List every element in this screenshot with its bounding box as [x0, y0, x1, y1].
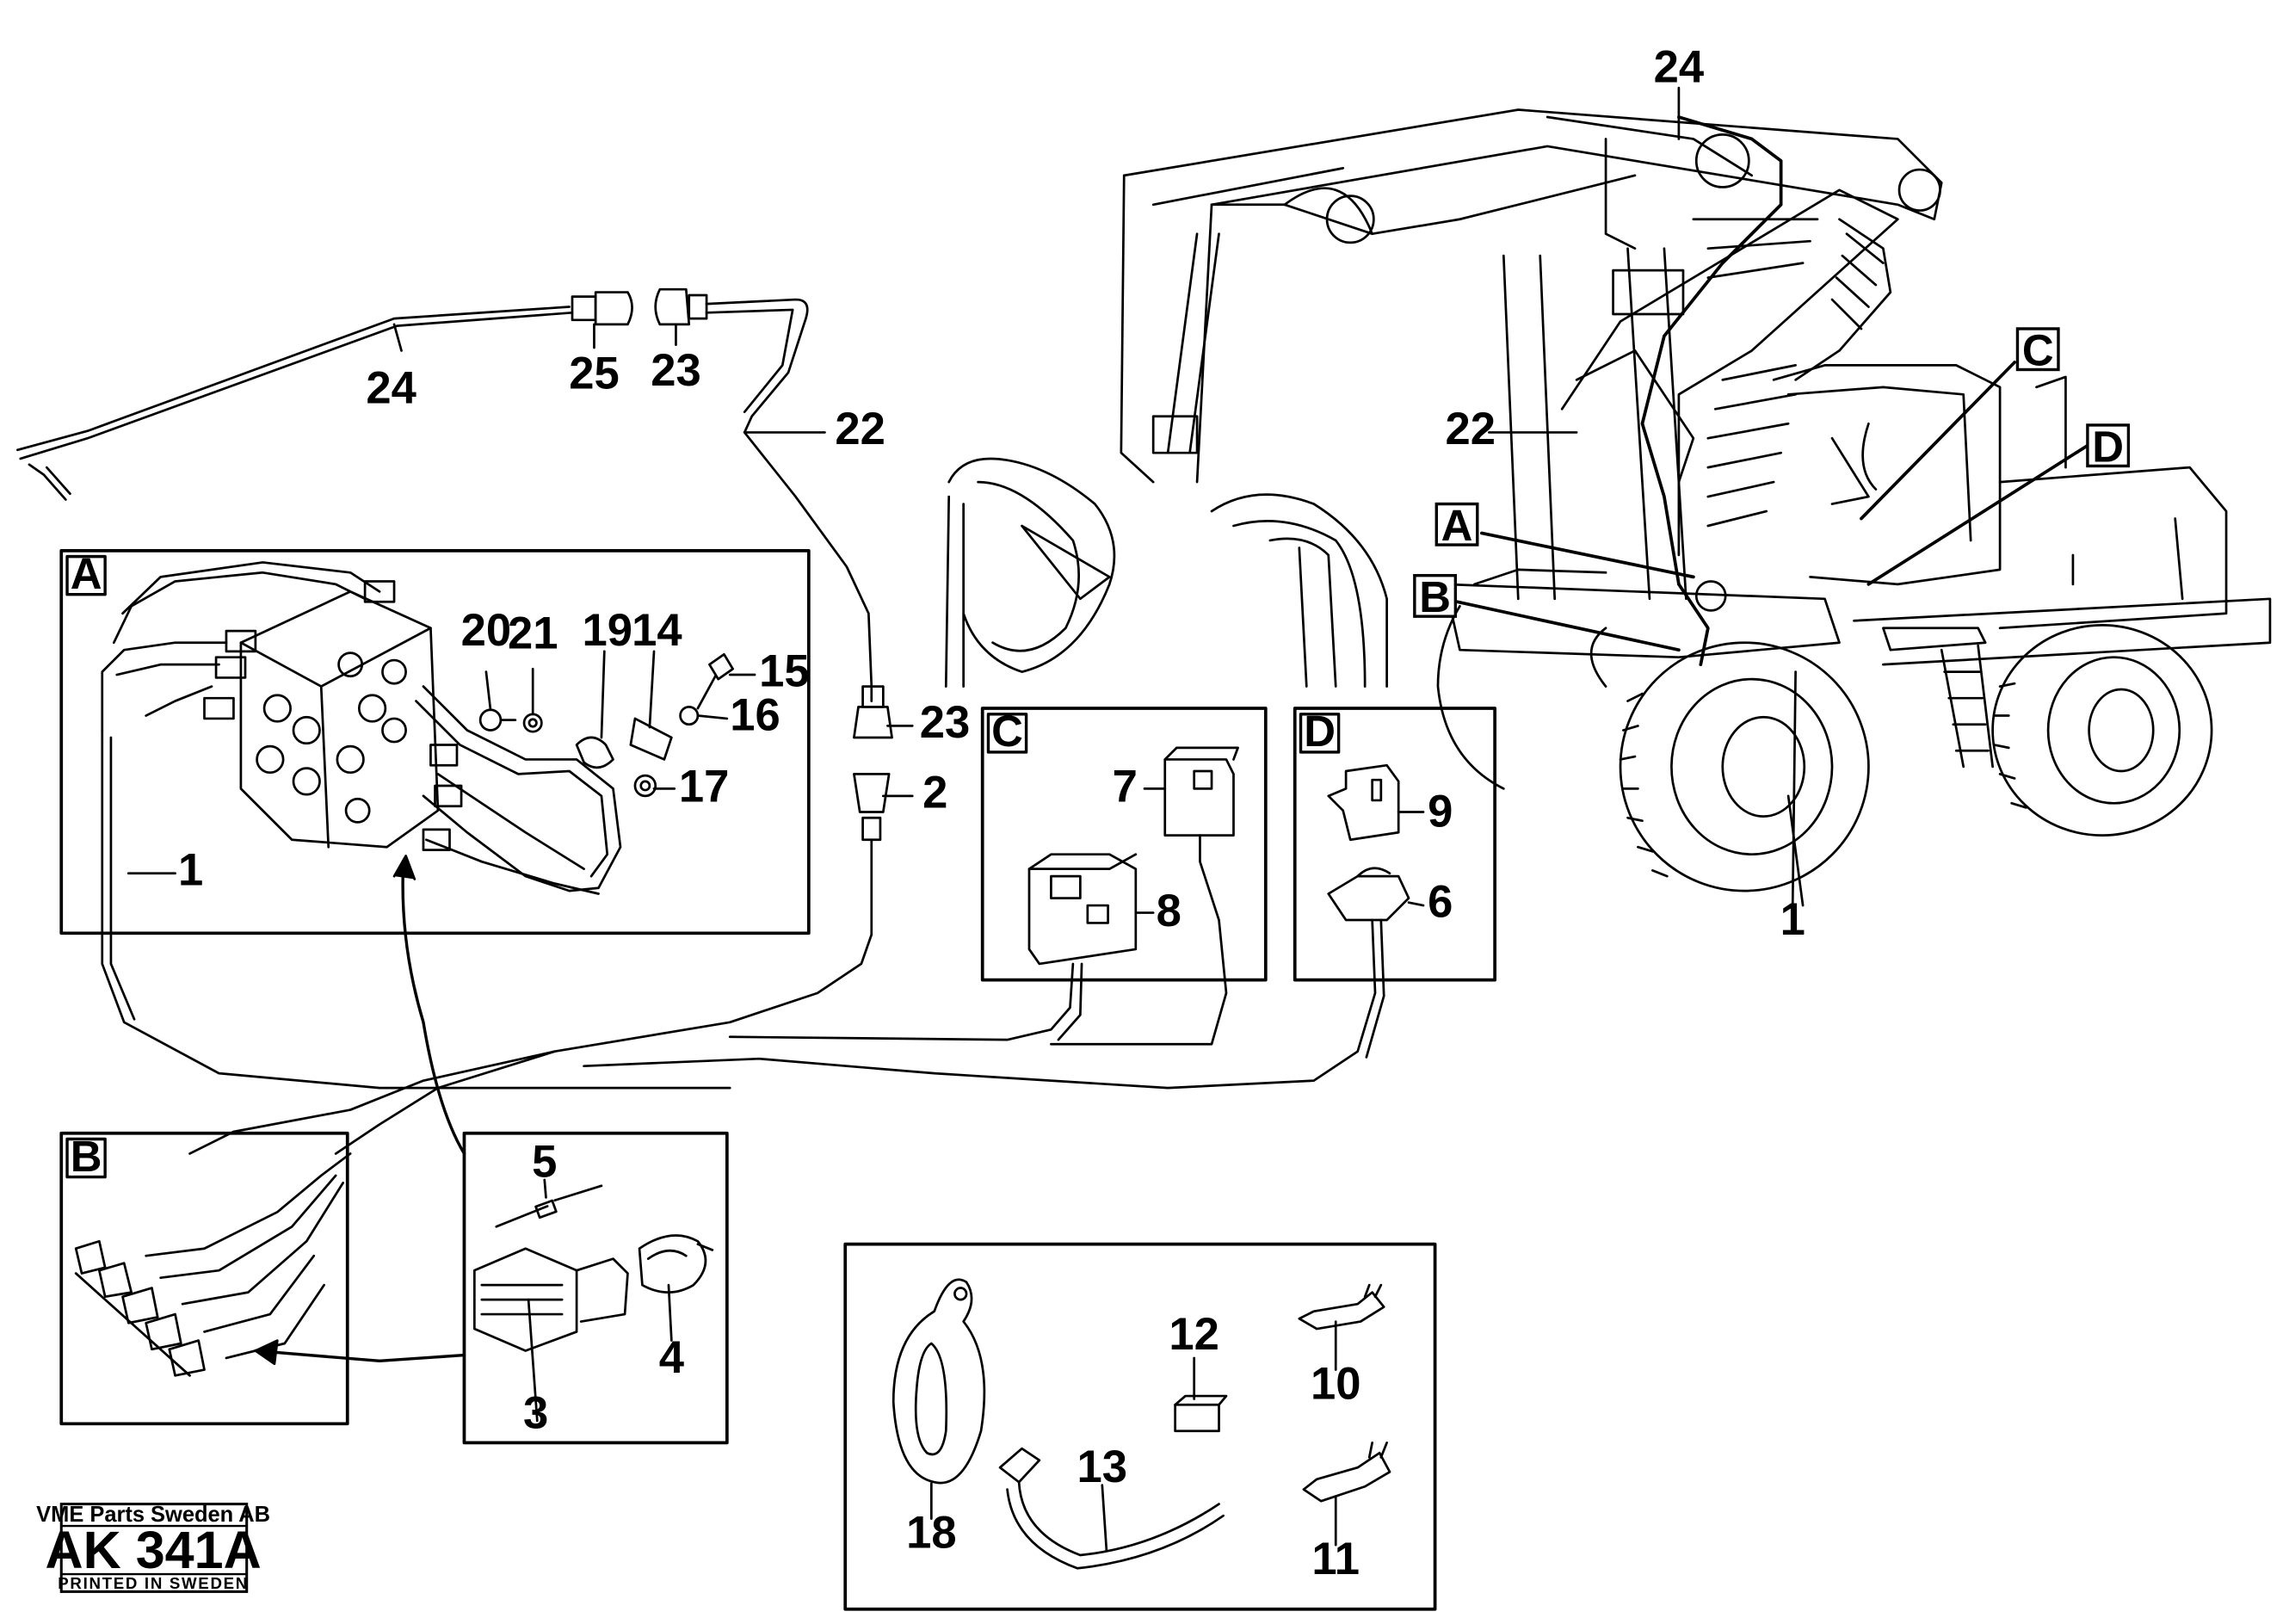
callout-17: 17 — [679, 762, 729, 812]
callout-14: 14 — [632, 605, 682, 656]
callout-1-machine: 1 — [1780, 894, 1805, 945]
callout-10: 10 — [1311, 1358, 1360, 1409]
tag-c-letter: C — [2022, 325, 2054, 374]
machine-tags: A B C D — [1413, 325, 2131, 621]
callout-5: 5 — [532, 1137, 557, 1188]
box-d-letter: D — [1304, 707, 1336, 756]
detail-box-d — [583, 707, 1497, 1090]
box-letters: A B C D — [71, 549, 1336, 1181]
callout-24-machine: 24 — [1654, 41, 1704, 92]
connector-2 — [188, 773, 891, 1155]
detail-box-b — [59, 1050, 556, 1426]
box-c-letter: C — [991, 707, 1023, 756]
callout-23-top: 23 — [651, 345, 700, 396]
callout-19: 19 — [582, 605, 632, 656]
callout-22-cable: 22 — [835, 404, 885, 454]
box-a-letter: A — [71, 549, 102, 598]
callout-6: 6 — [1428, 877, 1453, 928]
box-b-letter: B — [71, 1132, 102, 1181]
stamp-company: VME Parts Sweden AB — [36, 1503, 270, 1527]
detail-box-solenoid — [462, 1131, 729, 1445]
stamp-printed: PRINTED IN SWEDEN — [58, 1574, 249, 1592]
callout-7: 7 — [1113, 762, 1138, 812]
detail-box-fittings — [843, 1242, 1437, 1611]
callout-1-box-a: 1 — [178, 844, 203, 895]
detail-box-c — [728, 707, 1268, 1046]
tag-a-letter: A — [1441, 501, 1473, 550]
callout-20: 20 — [461, 605, 511, 656]
callout-25: 25 — [569, 349, 619, 399]
publisher-stamp: VME Parts Sweden AB AK 341A PRINTED IN S… — [36, 1503, 270, 1593]
callout-3: 3 — [523, 1387, 548, 1438]
callout-8: 8 — [1157, 886, 1182, 936]
callout-24: 24 — [366, 363, 416, 414]
callout-9: 9 — [1428, 786, 1453, 837]
connector-23-lower — [853, 685, 893, 739]
detail-box-a — [59, 548, 811, 1156]
callout-15: 15 — [759, 646, 809, 697]
callout-12: 12 — [1169, 1309, 1219, 1360]
top-cable-harness — [16, 287, 873, 702]
callout-11: 11 — [1311, 1534, 1360, 1584]
tag-b-letter: B — [1419, 572, 1451, 621]
leader-lines — [126, 86, 2089, 1553]
callout-23-mid: 23 — [920, 697, 970, 748]
callout-21: 21 — [508, 608, 558, 659]
forestry-loader-illustration — [944, 108, 2272, 907]
callout-2: 2 — [922, 767, 947, 818]
callout-4: 4 — [659, 1332, 684, 1383]
callout-18: 18 — [906, 1508, 956, 1559]
callout-13: 13 — [1077, 1442, 1127, 1492]
stamp-code: AK 341A — [46, 1521, 262, 1579]
callout-22-machine: 22 — [1445, 404, 1495, 454]
callout-16: 16 — [730, 690, 780, 741]
tag-d-letter: D — [2092, 422, 2124, 471]
callout-numbers: 24 24 25 23 22 22 1 23 2 1 20 21 19 14 1… — [178, 41, 1805, 1584]
